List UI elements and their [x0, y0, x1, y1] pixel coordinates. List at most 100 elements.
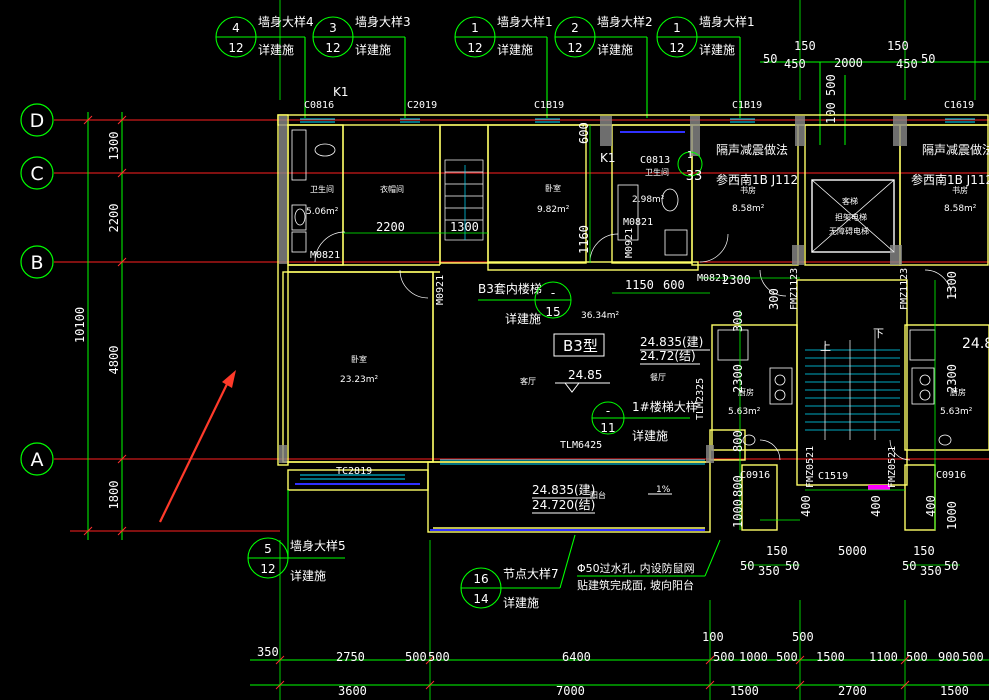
svg-text:1#楼梯大样: 1#楼梯大样: [632, 399, 698, 414]
svg-text:墙身大样5: 墙身大样5: [290, 538, 346, 553]
svg-text:1%: 1%: [656, 485, 671, 495]
svg-text:1500: 1500: [730, 684, 759, 698]
svg-text:500: 500: [428, 650, 450, 664]
svg-text:300: 300: [731, 310, 745, 332]
svg-text:2.98m²: 2.98m²: [632, 195, 665, 205]
svg-text:900: 900: [938, 650, 960, 664]
svg-text:50: 50: [902, 559, 916, 573]
svg-text:Φ50过水孔, 内设防鼠网: Φ50过水孔, 内设防鼠网: [577, 561, 695, 575]
magenta-marks: [868, 485, 890, 490]
svg-text:5.06m²: 5.06m²: [306, 207, 339, 217]
svg-text:5.63m²: 5.63m²: [728, 407, 761, 417]
svg-text:500: 500: [776, 650, 798, 664]
top-callouts: 4 12 墙身大样4 详建施 3 12 墙身大样3 详建施 1 12 墙身大样1…: [215, 14, 755, 118]
svg-text:150: 150: [766, 544, 788, 558]
left-dim-texts: 1300 2200 4800 1800 10100: [73, 132, 121, 510]
svg-text:11: 11: [600, 421, 615, 435]
svg-text:24.835(建): 24.835(建): [640, 335, 703, 349]
top-right-dims: 150 50 450 2000 450 50 150 500 100: [760, 39, 989, 145]
callout-wall-4: 4 12 墙身大样4 详建施: [215, 14, 314, 118]
svg-text:16: 16: [473, 572, 488, 586]
svg-text:FMZ0521: FMZ0521: [887, 446, 898, 488]
svg-text:详建施: 详建施: [632, 428, 668, 443]
svg-text:12: 12: [669, 41, 684, 55]
svg-text:贴建筑完成面, 坡向阳台: 贴建筑完成面, 坡向阳台: [577, 578, 694, 592]
svg-text:1300: 1300: [450, 220, 479, 234]
svg-text:400: 400: [799, 495, 813, 517]
svg-text:B3套内楼梯: B3套内楼梯: [478, 281, 542, 296]
svg-text:3600: 3600: [338, 684, 367, 698]
red-arrow-annotation: [159, 370, 236, 523]
svg-text:36.34m²: 36.34m²: [581, 311, 620, 321]
svg-text:5000: 5000: [838, 544, 867, 558]
svg-text:详建施: 详建施: [497, 42, 533, 57]
svg-text:餐厅: 餐厅: [650, 373, 666, 382]
svg-text:TC2819: TC2819: [336, 466, 372, 477]
callout-node-7: 16 14 节点大样7 详建施: [460, 534, 576, 610]
svg-text:详建施: 详建施: [505, 311, 541, 326]
svg-text:50: 50: [921, 52, 935, 66]
svg-text:24.8: 24.8: [962, 336, 989, 352]
svg-text:卧室: 卧室: [545, 183, 561, 193]
elevator-cross: [811, 179, 895, 253]
svg-text:6400: 6400: [562, 650, 591, 664]
svg-text:4: 4: [232, 21, 240, 35]
svg-text:无障碍电梯: 无障碍电梯: [829, 226, 869, 236]
svg-text:600: 600: [663, 278, 685, 292]
svg-text:详建施: 详建施: [699, 42, 735, 57]
svg-text:1: 1: [687, 150, 693, 161]
svg-text:B3型: B3型: [563, 337, 598, 355]
left-dimensions: [83, 112, 127, 540]
svg-text:150: 150: [913, 544, 935, 558]
svg-text:24.72(结): 24.72(结): [640, 349, 696, 363]
svg-text:12: 12: [260, 562, 275, 576]
blue-marks: [295, 131, 705, 531]
svg-text:2000: 2000: [834, 56, 863, 70]
svg-text:墙身大样3: 墙身大样3: [355, 14, 411, 29]
svg-text:TLM6425: TLM6425: [560, 440, 602, 451]
svg-text:350: 350: [257, 645, 279, 659]
svg-text:书房: 书房: [952, 185, 968, 195]
svg-text:150: 150: [887, 39, 909, 53]
dim-1300: 1300: [107, 132, 121, 161]
svg-text:1000: 1000: [945, 501, 959, 530]
svg-text:厨房: 厨房: [738, 387, 754, 397]
svg-text:24.720(结): 24.720(结): [532, 498, 595, 512]
bottom-callouts: 5 12 墙身大样5 详建施 16 14 节点大样7 详建施: [247, 490, 576, 610]
svg-text:500: 500: [405, 650, 427, 664]
svg-text:C1B19: C1B19: [732, 100, 762, 111]
axis-bubble-a: A: [20, 442, 54, 476]
svg-text:卫生间: 卫生间: [645, 167, 669, 177]
svg-text:50: 50: [763, 52, 777, 66]
door-labels: M0821 M0921 M0921 M0821 M0821 FMZ1123 FM…: [310, 217, 910, 488]
svg-text:K1: K1: [600, 151, 616, 165]
axis-label-d: D: [30, 110, 45, 132]
svg-text:参西南1B J112: 参西南1B J112: [911, 172, 989, 187]
svg-text:墙身大样1: 墙身大样1: [497, 14, 553, 29]
callout-wall-3: 3 12 墙身大样3 详建施: [312, 14, 411, 118]
svg-text:12: 12: [467, 41, 482, 55]
svg-text:100: 100: [702, 630, 724, 644]
svg-text:1100: 1100: [869, 650, 898, 664]
dim-2200: 2200: [107, 204, 121, 233]
svg-text:详建施: 详建施: [597, 42, 633, 57]
inner-stair: [444, 159, 484, 241]
dim-1800: 1800: [107, 481, 121, 510]
svg-text:C1619: C1619: [944, 100, 974, 111]
svg-text:1160: 1160: [577, 225, 591, 254]
svg-text:卧室: 卧室: [351, 354, 367, 364]
axis-bubbles: D C B A: [20, 103, 54, 476]
svg-text:450: 450: [784, 57, 806, 71]
svg-text:1300: 1300: [945, 271, 959, 300]
svg-text:33: 33: [686, 169, 703, 184]
svg-text:M0821: M0821: [623, 217, 653, 228]
svg-text:M0821: M0821: [310, 250, 340, 261]
svg-text:7000: 7000: [556, 684, 585, 698]
svg-text:M0921: M0921: [624, 228, 635, 258]
svg-text:400: 400: [869, 495, 883, 517]
callout-wall-2: 2 12 墙身大样2 详建施: [554, 14, 653, 118]
svg-text:C1B19: C1B19: [534, 100, 564, 111]
svg-text:350: 350: [920, 564, 942, 578]
